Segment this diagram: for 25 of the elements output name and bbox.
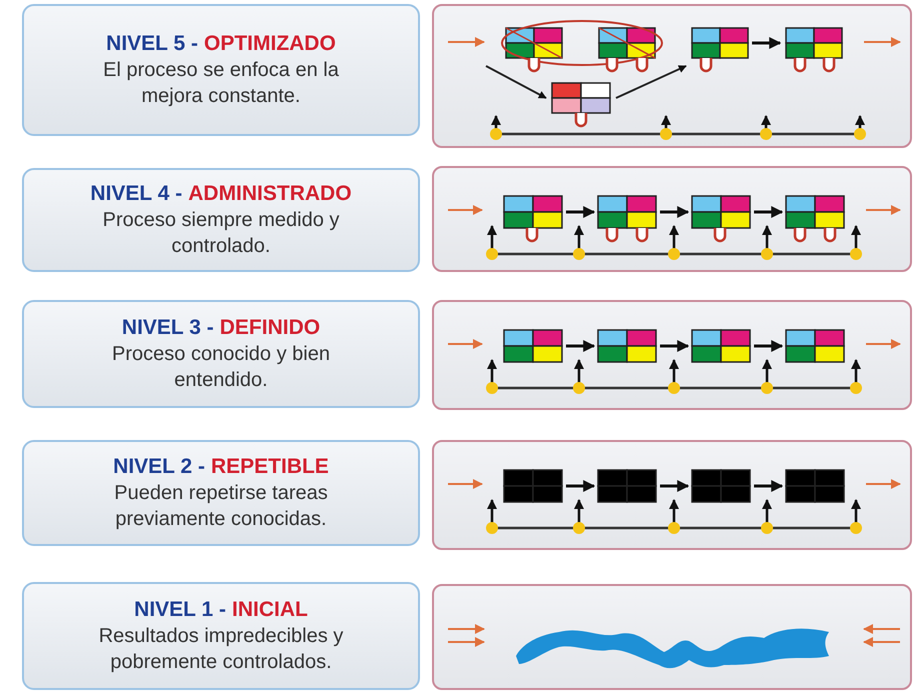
- illustration-panel: [432, 584, 912, 690]
- level-description: Resultados impredecibles y pobremente controlados.: [98, 624, 344, 675]
- illustration-panel: [432, 440, 912, 550]
- level-card: [22, 168, 420, 272]
- level-name: ADMINISTRADO: [188, 182, 352, 205]
- illustration-panel: [432, 166, 912, 272]
- level-description: El proceso se enfoca en la mejora constante.: [102, 58, 340, 109]
- level-name: INICIAL: [232, 598, 308, 621]
- illustration-panel: [432, 4, 912, 148]
- level-card: [22, 440, 420, 546]
- level-name: REPETIBLE: [210, 455, 329, 478]
- level-name: OPTIMIZADO: [204, 32, 336, 55]
- level-number: NIVEL 1 -: [134, 598, 226, 621]
- level-number: NIVEL 3 -: [122, 316, 214, 339]
- level-number: NIVEL 2 -: [113, 455, 205, 478]
- level-card: [22, 582, 420, 690]
- level-card: [22, 300, 420, 408]
- level-description: Proceso conocido y bien entendido.: [111, 342, 331, 393]
- level-description: Proceso siempre medido y controlado.: [102, 208, 340, 259]
- level-number: NIVEL 5 -: [106, 32, 198, 55]
- level-name: DEFINIDO: [220, 316, 320, 339]
- level-description: Pueden repetirse tareas previamente conocidas.: [113, 481, 329, 532]
- illustration-panel: [432, 300, 912, 410]
- level-number: NIVEL 4 -: [90, 182, 182, 205]
- level-card: [22, 4, 420, 136]
